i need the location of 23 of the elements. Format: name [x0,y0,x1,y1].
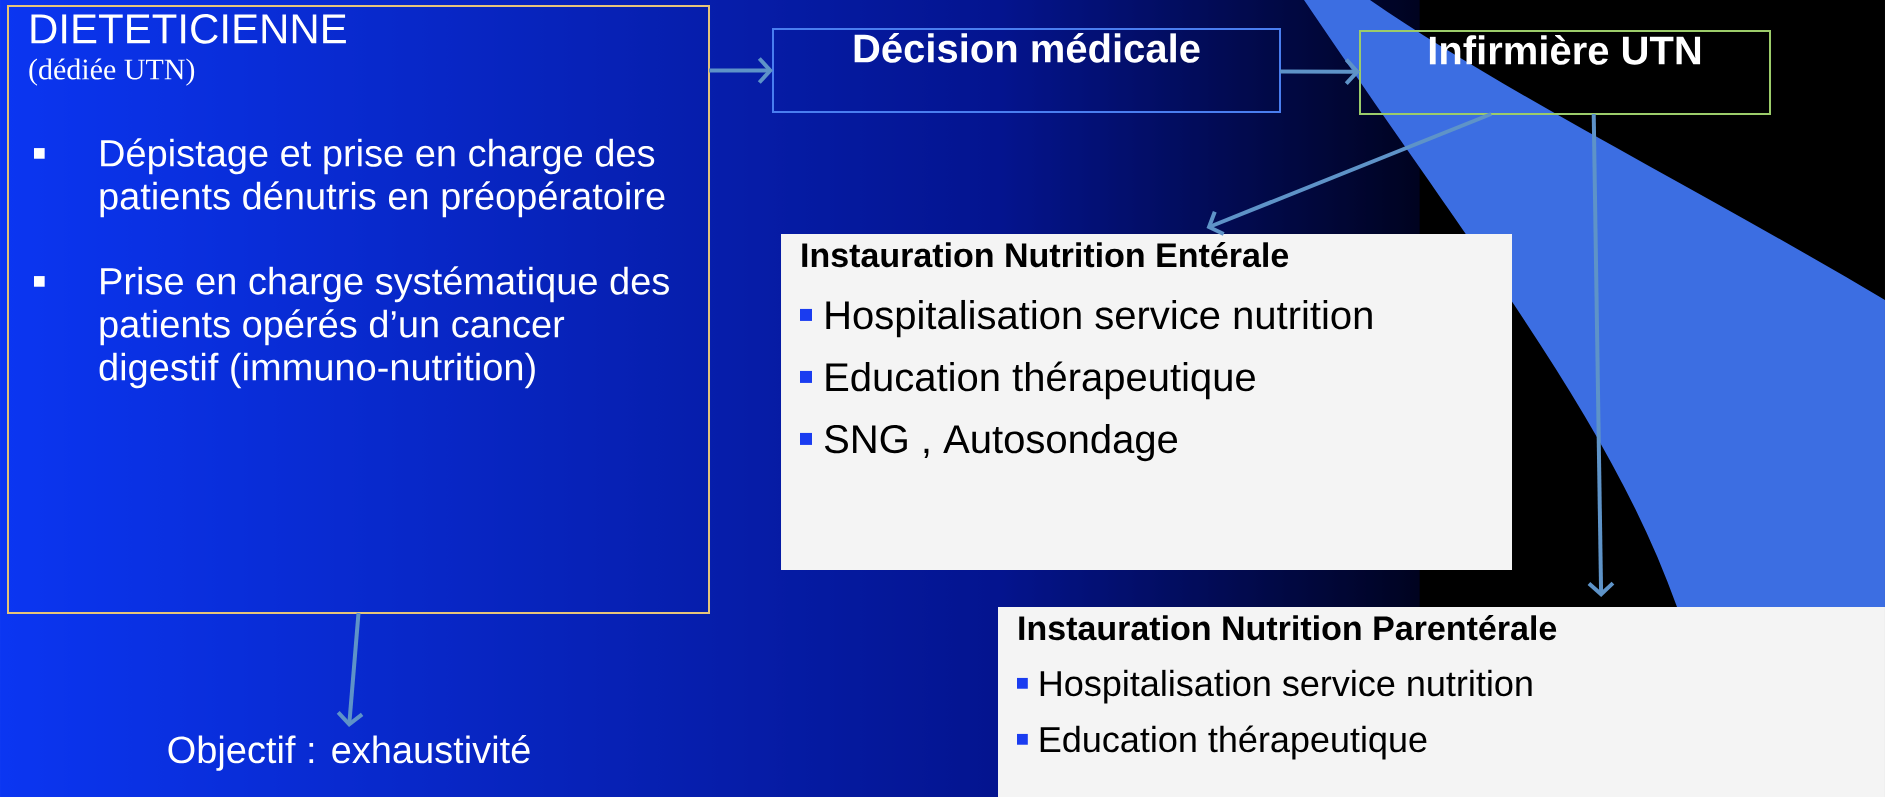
dietitian-box [7,5,710,614]
bullet-text: Education thérapeutique [1040,725,1427,760]
nurse-box [1359,30,1771,115]
arrow [709,57,773,84]
box-subtitle: (dédiée UTN) [29,58,195,86]
goal-text: Objectif : exhaustivité [168,735,530,771]
bullet-text: Prise en charge systématique des patients opérés d’un cancer digestif (immuno-nutrition) [99,266,669,389]
arrow [1587,113,1615,597]
parenteral-box [998,607,1885,797]
box-title: Instauration Nutrition Entérale [802,242,1289,268]
bullet-text: Hospitalisation service nutrition [1040,669,1532,704]
box-title: Instauration Nutrition Parentérale [1019,615,1557,641]
bullet-text: Education thérapeutique [826,361,1255,400]
arrow [336,612,364,727]
box-label: Décision médicale [854,33,1200,63]
bullet-text: Hospitalisation service nutrition [826,299,1372,338]
enteral-box [781,234,1512,570]
arrow [1206,112,1492,236]
bullet-text: Dépistage et prise en charge des patients dénutris en préopératoire [100,138,665,218]
bullet-text: SNG , Autosondage [824,423,1178,462]
arrow [1280,58,1360,86]
decision-box [772,28,1281,113]
box-title: DIETETICIENNE [31,14,346,44]
